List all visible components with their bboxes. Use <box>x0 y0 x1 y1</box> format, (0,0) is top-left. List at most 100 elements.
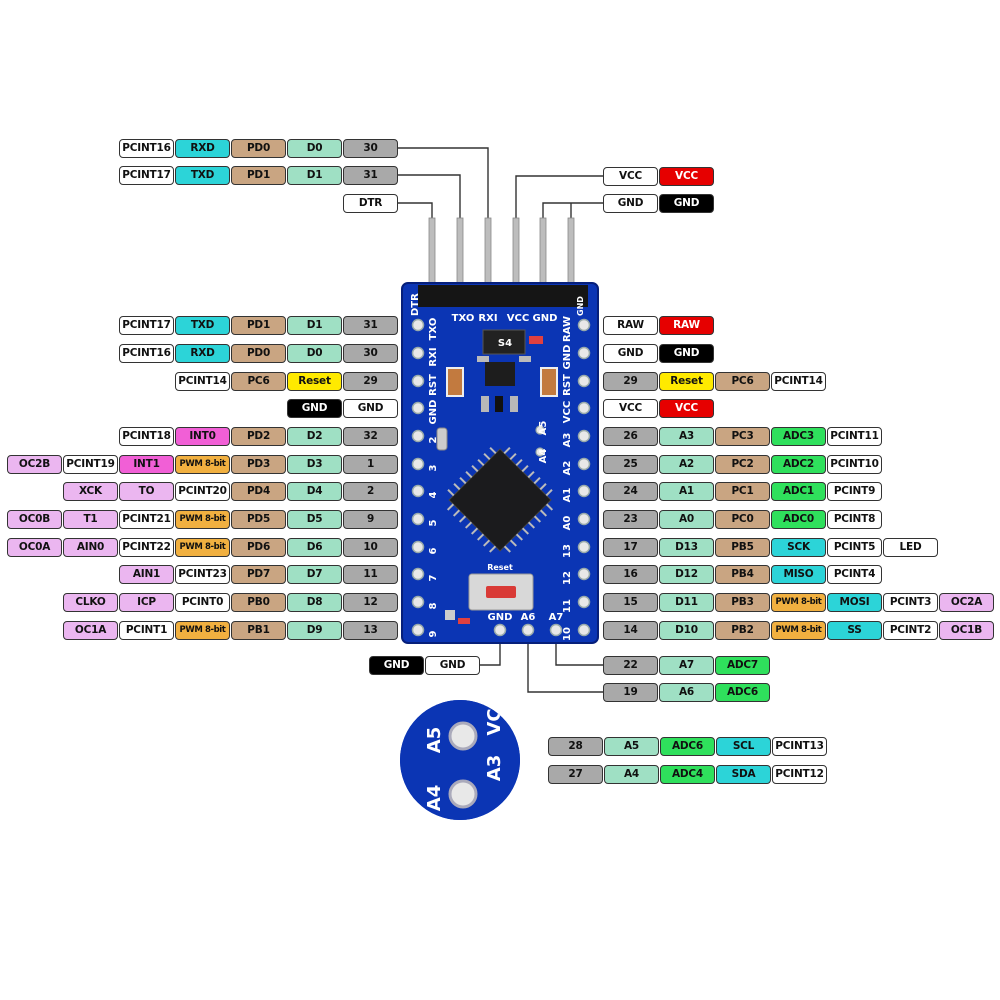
pin-label-arduino: A7 <box>659 655 714 675</box>
pin-label-serial: RXD <box>175 138 230 158</box>
svg-text:A3: A3 <box>484 755 505 781</box>
pin-label-plain: VCC <box>603 166 658 186</box>
pin-label-physical: 32 <box>343 426 398 446</box>
pin-label-port: PD0 <box>231 138 286 158</box>
pin-label-pcint: PCINT1 <box>119 620 174 640</box>
pin-label-adc: ADC0 <box>771 509 826 529</box>
pin-label-power: RAW <box>659 315 714 335</box>
pin-label-adc: ADC4 <box>660 764 715 784</box>
pin-label-other: ICP <box>119 592 174 612</box>
pin-label-pcint: PCINT10 <box>827 454 882 474</box>
pin-label-arduino: D11 <box>659 592 714 612</box>
pin-label-physical: 2 <box>343 481 398 501</box>
pin-label-arduino: D13 <box>659 537 714 557</box>
pin-label-pwm: PWM 8-bit <box>175 537 230 557</box>
pin-label-pcint: PCINT4 <box>827 564 882 584</box>
left_side-silk-label: RXI <box>428 347 439 366</box>
left_side-silk-label: 4 <box>428 491 439 498</box>
pin-label-port: PD2 <box>231 426 286 446</box>
pin-label-plain: DTR <box>343 193 398 213</box>
right_side-silk-label: 12 <box>562 571 573 585</box>
pin-label-adc: ADC6 <box>715 682 770 702</box>
left_side-silk-label: GND <box>428 400 439 425</box>
pin-label-port: PB2 <box>715 620 770 640</box>
pin-label-adc: ADC2 <box>771 454 826 474</box>
left_side-silk-label: 2 <box>428 436 439 443</box>
pin-label-pwm: PWM 8-bit <box>175 620 230 640</box>
pin-label-physical: 29 <box>343 371 398 391</box>
pin-label-physical: 29 <box>603 371 658 391</box>
svg-text:A6: A6 <box>521 612 536 623</box>
pin-label-pcint: PCINT13 <box>772 736 827 756</box>
pin-label-spi: MISO <box>771 564 826 584</box>
svg-text:A4: A4 <box>538 449 549 464</box>
pin-label-arduino: D12 <box>659 564 714 584</box>
pin-label-pcint: PCINT17 <box>119 165 174 185</box>
right_side-silk-label: A0 <box>562 516 573 531</box>
pin-label-power: VCC <box>659 398 714 418</box>
pin-label-port: PB1 <box>231 620 286 640</box>
pin-label-interrupt: INT1 <box>119 454 174 474</box>
svg-text:A5: A5 <box>424 727 445 753</box>
right_side-silk-label: GND <box>562 345 573 370</box>
svg-text:GND: GND <box>533 313 558 324</box>
pin-label-physical: 10 <box>343 537 398 557</box>
pin-label-physical: 30 <box>343 138 398 158</box>
pin-label-arduino: A5 <box>604 736 659 756</box>
pin-label-serial: TXD <box>175 165 230 185</box>
capacitor-right <box>540 367 558 397</box>
pin-label-arduino: D0 <box>287 343 342 363</box>
pin-label-spi: SCL <box>716 736 771 756</box>
mosfet <box>485 362 515 386</box>
pin-label-physical: 26 <box>603 426 658 446</box>
pin-label-pcint: PCINT2 <box>883 620 938 640</box>
pin-label-physical: 24 <box>603 481 658 501</box>
pin-label-physical: 15 <box>603 592 658 612</box>
pin-label-physical: 28 <box>548 736 603 756</box>
pin-label-arduino: A2 <box>659 454 714 474</box>
left_side-silk-label: 5 <box>428 519 439 526</box>
pin-label-other: AIN0 <box>63 537 118 557</box>
pin-label-arduino: D9 <box>287 620 342 640</box>
pin-label-physical: 30 <box>343 343 398 363</box>
pin-label-interrupt: INT0 <box>175 426 230 446</box>
pin-label-arduino: D4 <box>287 481 342 501</box>
pin-label-pcint: PCINT11 <box>827 426 882 446</box>
pin-label-arduino: A3 <box>659 426 714 446</box>
pin-label-port: PD6 <box>231 537 286 557</box>
svg-text:A7: A7 <box>549 612 564 623</box>
pin-label-pwm: PWM 8-bit <box>771 620 826 640</box>
pin-label-port: PD4 <box>231 481 286 501</box>
pin-label-spi: SDA <box>716 764 771 784</box>
pin-label-other: OC2A <box>939 592 994 612</box>
pin-label-other: CLKO <box>63 592 118 612</box>
pin-label-pcint: PCINT9 <box>827 481 882 501</box>
pin-label-physical: 14 <box>603 620 658 640</box>
right_side-silk-label: A3 <box>562 433 573 448</box>
left_side-silk-label: RST <box>428 374 439 396</box>
pin-label-pcint: PCINT5 <box>827 537 882 557</box>
pin-label-pcint: PCINT22 <box>119 537 174 557</box>
pin-label-serial: TXD <box>175 315 230 335</box>
pin-label-arduino: D5 <box>287 509 342 529</box>
svg-text:S4: S4 <box>498 338 512 349</box>
pin-label-serial: RXD <box>175 343 230 363</box>
left_side-silk-label: 8 <box>428 602 439 609</box>
pin-label-arduino: A4 <box>604 764 659 784</box>
right_side-silk-label: VCC <box>562 401 573 423</box>
pin-label-other: TO <box>119 481 174 501</box>
pin-label-ground: GND <box>287 398 342 418</box>
pin-label-other: OC0B <box>7 509 62 529</box>
pin-label-physical: 11 <box>343 564 398 584</box>
pin-label-port: PD1 <box>231 315 286 335</box>
pin-label-port: PC3 <box>715 426 770 446</box>
wire-a6 <box>527 630 603 693</box>
right_side-silk-label: 10 <box>562 627 573 641</box>
pin-label-pcint: PCINT8 <box>827 509 882 529</box>
pin-label-ground: GND <box>659 193 714 213</box>
reset-button <box>486 586 516 598</box>
svg-text:DTR: DTR <box>410 293 421 316</box>
zoom-pad-a5 <box>448 721 478 751</box>
silkscreen: DTR TXO RXI VCC GND GND TXORXIRSTGND2345… <box>410 293 585 641</box>
pin-label-port: PD3 <box>231 454 286 474</box>
